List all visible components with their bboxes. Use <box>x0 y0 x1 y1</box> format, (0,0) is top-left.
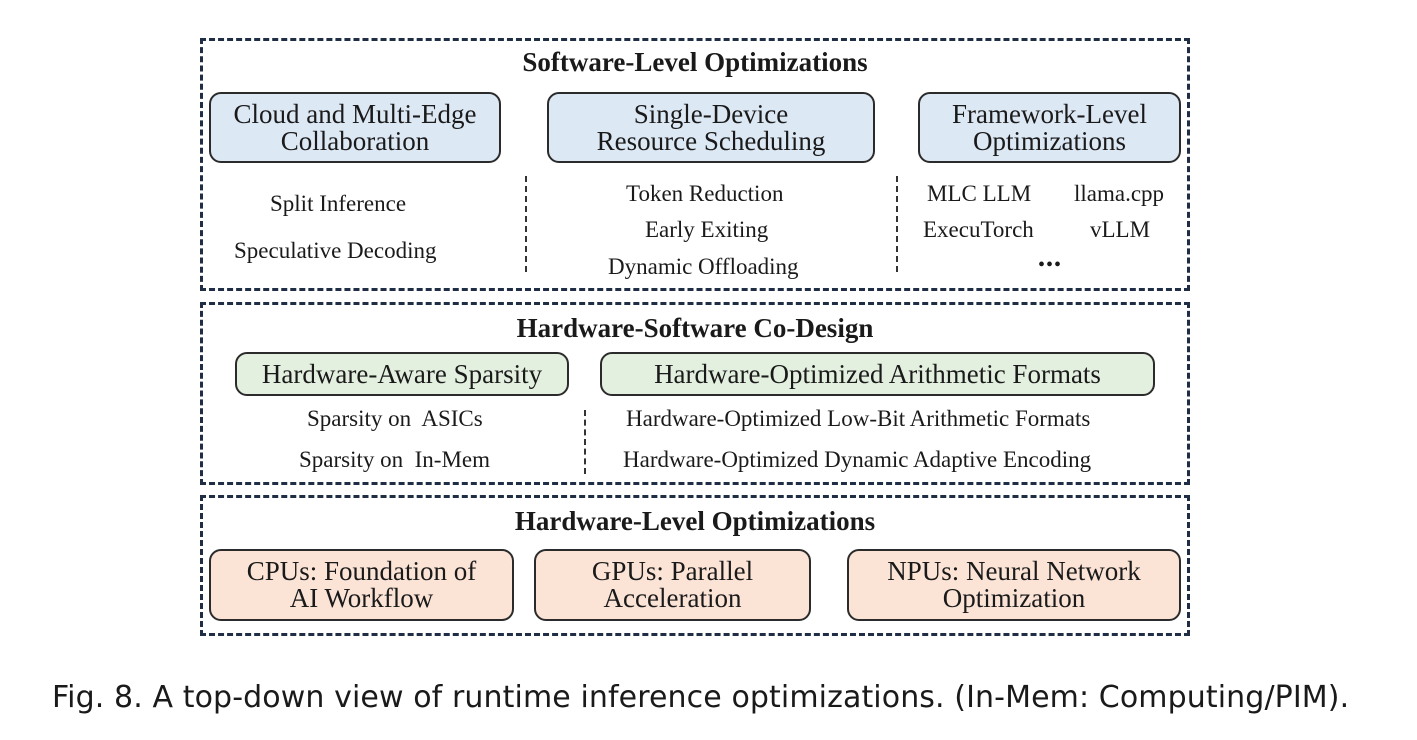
low-bit-formats-label: Hardware-Optimized Low-Bit Arithmetic Fo… <box>626 406 1091 431</box>
dynamic-encoding-label: Hardware-Optimized Dynamic Adaptive Enco… <box>623 447 1092 472</box>
npus-box: NPUs: Neural Network Optimization <box>847 549 1181 621</box>
codesign-divider <box>584 410 586 474</box>
codesign-section: Hardware-Software Co-Design <box>200 302 1190 485</box>
llama-cpp-label: llama.cpp <box>1074 181 1165 206</box>
mlc-llm-label: MLC LLM <box>927 181 1032 206</box>
speculative-decoding-label: Speculative Decoding <box>234 238 437 263</box>
sparsity-asics-label: Sparsity on ASICs <box>307 406 483 431</box>
executorch-label: ExecuTorch <box>923 217 1034 242</box>
hardware-aware-sparsity-box: Hardware-Aware Sparsity <box>235 352 569 396</box>
software-divider-1 <box>525 176 527 272</box>
early-exiting-label: Early Exiting <box>645 217 769 242</box>
ellipsis-label: ••• <box>1038 254 1063 276</box>
token-reduction-label: Token Reduction <box>626 181 784 206</box>
gpus-box: GPUs: Parallel Acceleration <box>534 549 811 621</box>
dynamic-offloading-label: Dynamic Offloading <box>608 254 799 279</box>
software-level-section: Software-Level Optimizations <box>200 38 1190 291</box>
software-divider-2 <box>896 176 898 272</box>
split-inference-label: Split Inference <box>270 191 407 216</box>
framework-level-box: Framework-Level Optimizations <box>918 92 1181 163</box>
single-device-scheduling-box: Single-Device Resource Scheduling <box>547 92 875 163</box>
hardware-optimized-arithmetic-box: Hardware-Optimized Arithmetic Formats <box>600 352 1155 396</box>
codesign-title: Hardware-Software Co-Design <box>516 313 874 343</box>
cpus-box: CPUs: Foundation of AI Workflow <box>209 549 514 621</box>
hardware-level-title: Hardware-Level Optimizations <box>514 506 876 536</box>
software-level-title: Software-Level Optimizations <box>522 47 868 77</box>
vllm-label: vLLM <box>1090 217 1151 242</box>
cloud-multi-edge-box: Cloud and Multi-Edge Collaboration <box>209 92 501 163</box>
hardware-level-section: Hardware-Level Optimizations <box>200 495 1190 636</box>
sparsity-inmem-label: Sparsity on In-Mem <box>299 447 491 472</box>
figure-caption: Fig. 8. A top-down view of runtime infer… <box>52 680 1350 715</box>
